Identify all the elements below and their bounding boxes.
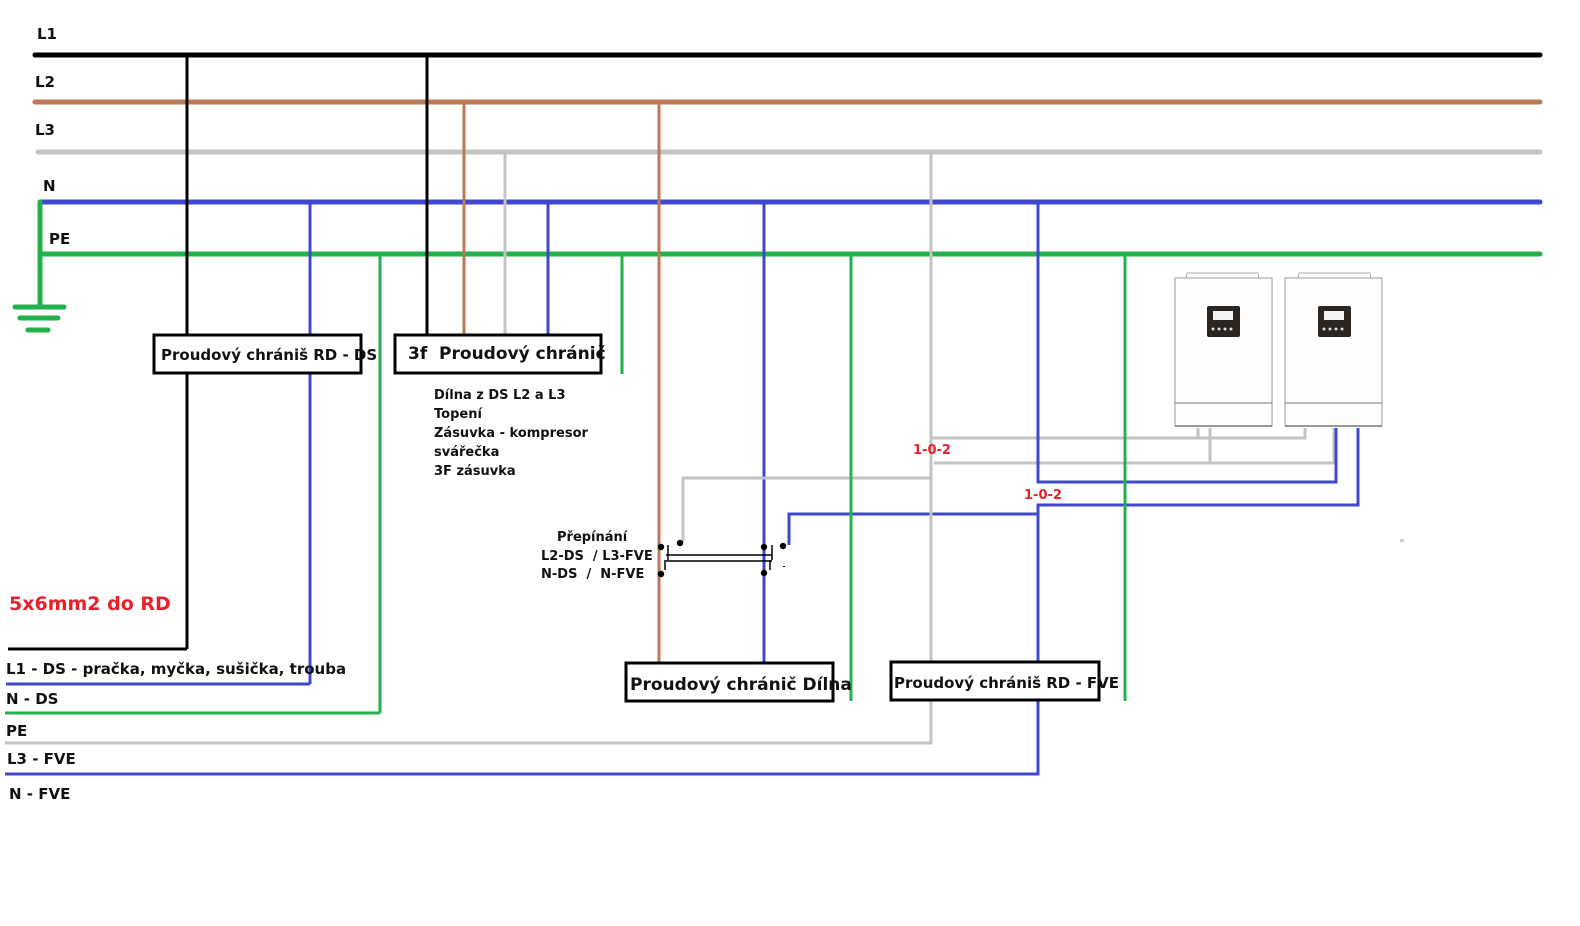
output-label-n-fve: N - FVE [9,785,70,803]
ground-icon [12,199,67,333]
rcd-3f-label: 3f Proudový chránič [408,344,606,364]
inverter-1 [1174,272,1273,427]
note-line: Zásuvka - kompresor [434,426,589,441]
rcd-dilna-label: Proudový chránič Dílna [630,675,852,695]
inverter-display-icon [1318,306,1351,337]
rcd-dilna-box: Proudový chránič Dílna [624,661,852,703]
branch-3f [425,55,624,374]
changeover-switch [657,539,787,578]
bus-label-l2: L2 [35,73,55,91]
branch-dilna [657,102,1038,701]
output-label-pe: PE [6,722,27,740]
branch-fve [5,152,1360,776]
rcd-3f-box: 3f Proudový chránič [393,333,606,375]
cable-title: 5x6mm2 do RD [9,593,171,615]
bus-label-n: N [43,177,56,195]
bus-label-l1: L1 [37,25,57,43]
rcd-rd-fve-label: Proudový chrániš RD - FVE [894,674,1119,692]
output-label-n-ds: N - DS [6,690,58,708]
bus-label-l3: L3 [35,121,55,139]
bus-label-pe: PE [49,230,70,248]
inverter-display-icon [1207,306,1240,337]
switch-label-title: Přepínání [557,530,629,545]
notes-3f: Dílna z DS L2 a L3 Topení Zásuvka - komp… [434,388,589,479]
rcd-rd-ds-box: Proudový chrániš RD - DS [152,333,377,375]
rcd-rd-fve-box: Proudový chrániš RD - FVE [889,660,1119,702]
branch-rd-ds [5,55,382,715]
rcd-rd-ds-label: Proudový chrániš RD - DS [161,346,377,364]
selector-position-blue: 1-0-2 [1024,488,1062,503]
note-line: 3F zásuvka [434,464,516,479]
output-label-l1-ds: L1 - DS - pračka, myčka, sušička, trouba [6,660,346,678]
note-line: Dílna z DS L2 a L3 [434,388,566,403]
switch-label-line: N-DS / N-FVE [541,567,644,582]
note-line: svářečka [434,445,499,460]
note-line: Topení [434,407,483,422]
stray-dot [1400,539,1404,542]
inverter-2 [1284,272,1383,427]
selector-position-gray: 1-0-2 [913,443,951,458]
output-label-l3-fve: L3 - FVE [7,750,76,768]
bus-lines [32,52,1543,257]
switch-label-line: L2-DS / L3-FVE [541,549,653,564]
switch-label: Přepínání L2-DS / L3-FVE N-DS / N-FVE [541,530,653,582]
